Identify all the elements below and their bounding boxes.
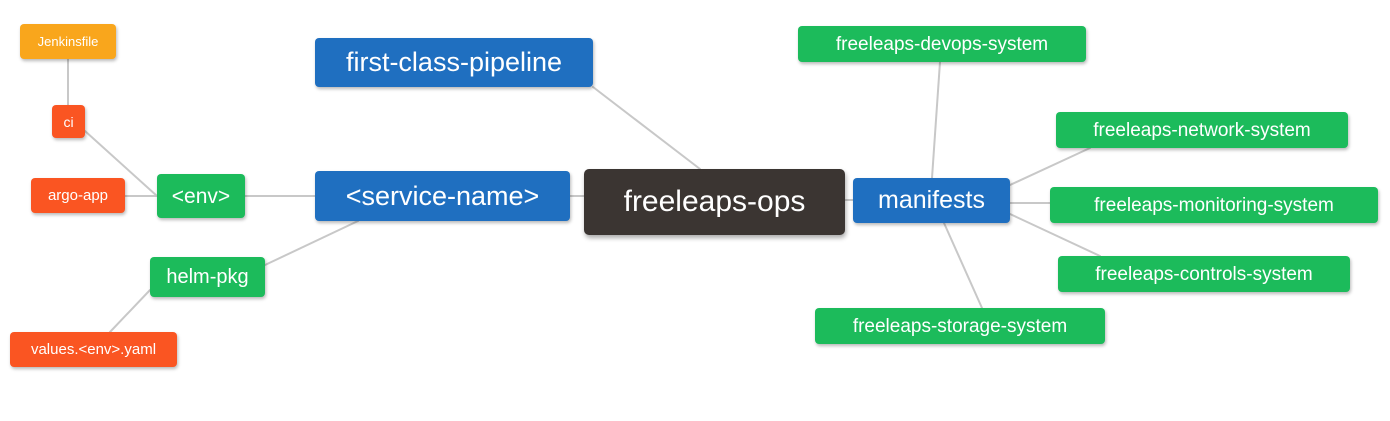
node-freeleaps-monitoring-system[interactable]: freeleaps-monitoring-system <box>1050 187 1378 223</box>
node-label-first-class-pipeline: first-class-pipeline <box>345 47 563 77</box>
node-label-service-name: <service-name> <box>345 180 540 211</box>
node-freeleaps-network-system[interactable]: freeleaps-network-system <box>1056 112 1348 148</box>
node-service-name[interactable]: <service-name> <box>315 171 570 221</box>
node-label-freeleaps-ops: freeleaps-ops <box>623 185 806 218</box>
node-label-env: <env> <box>171 184 231 208</box>
node-label-ci: ci <box>63 113 74 130</box>
node-label-values-yaml: values.<env>.yaml <box>30 341 157 358</box>
node-label-manifests: manifests <box>878 186 985 214</box>
node-helm-pkg[interactable]: helm-pkg <box>150 257 265 297</box>
node-values-yaml[interactable]: values.<env>.yaml <box>10 332 177 367</box>
node-first-class-pipeline[interactable]: first-class-pipeline <box>315 38 593 87</box>
node-label-freeleaps-monitoring-system: freeleaps-monitoring-system <box>1094 194 1334 216</box>
node-argo-app[interactable]: argo-app <box>31 178 125 213</box>
node-label-freeleaps-network-system: freeleaps-network-system <box>1093 119 1311 141</box>
node-jenkinsfile[interactable]: Jenkinsfile <box>20 24 116 59</box>
node-label-jenkinsfile: Jenkinsfile <box>37 34 99 49</box>
node-label-freeleaps-storage-system: freeleaps-storage-system <box>852 315 1068 337</box>
edge-values-yaml-to-helm-pkg <box>109 289 151 333</box>
node-label-helm-pkg: helm-pkg <box>166 266 249 288</box>
node-manifests[interactable]: manifests <box>853 178 1010 223</box>
node-freeleaps-devops-system[interactable]: freeleaps-devops-system <box>798 26 1086 62</box>
node-label-freeleaps-devops-system: freeleaps-devops-system <box>835 33 1049 55</box>
edge-manifests-to-freeleaps-network-system <box>1009 147 1091 186</box>
node-freeleaps-storage-system[interactable]: freeleaps-storage-system <box>815 308 1105 344</box>
edge-helm-pkg-to-service-name <box>264 220 359 266</box>
node-freeleaps-ops[interactable]: freeleaps-ops <box>584 169 845 235</box>
node-label-freeleaps-controls-system: freeleaps-controls-system <box>1095 263 1313 285</box>
node-freeleaps-controls-system[interactable]: freeleaps-controls-system <box>1058 256 1350 292</box>
node-label-argo-app: argo-app <box>47 187 109 204</box>
edge-first-class-pipeline-to-freeleaps-ops <box>592 86 701 170</box>
node-env[interactable]: <env> <box>157 174 245 218</box>
edge-manifests-to-freeleaps-devops-system <box>931 61 941 179</box>
edge-manifests-to-freeleaps-storage-system <box>943 222 983 309</box>
node-ci[interactable]: ci <box>52 105 85 138</box>
